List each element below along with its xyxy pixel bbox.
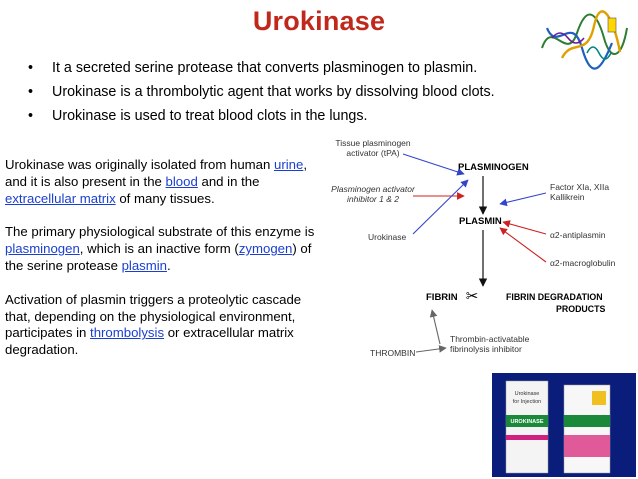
- arrow-tafi-inhibition: [429, 309, 441, 345]
- paragraph-origin: Urokinase was originally isolated from h…: [5, 157, 307, 206]
- label-plasminogen: PLASMINOGEN: [458, 162, 529, 173]
- label-thrombin: THROMBIN: [370, 348, 415, 358]
- package-text-line2: for Injection: [513, 399, 541, 405]
- bullet-list: •It a secreted serine protease that conv…: [22, 58, 495, 130]
- arrow-thrombin-to-tafi: [415, 345, 447, 353]
- label-fdp-line2: PRODUCTS: [556, 304, 605, 314]
- label-fibrin: FIBRIN: [426, 292, 458, 303]
- label-urokinase: Urokinase: [368, 232, 407, 242]
- scissors-icon: ✂: [466, 288, 479, 305]
- label-macroglobulin: α2-macroglobulin: [550, 258, 616, 268]
- link-extracellular-matrix[interactable]: extracellular matrix: [5, 190, 116, 206]
- arrow-macroglobulin-inhibition: [499, 227, 547, 263]
- body-text: Urokinase was originally isolated from h…: [5, 157, 323, 376]
- paragraph-substrate: The primary physiological substrate of t…: [5, 224, 315, 273]
- bullet-dot: •: [28, 108, 34, 124]
- arrow-factor-activation: [499, 192, 547, 207]
- label-pai-line2: inhibitor 1 & 2: [347, 194, 399, 204]
- bullet-dot: •: [28, 60, 34, 76]
- label-factor-line1: Factor XIa, XIIa: [550, 182, 609, 192]
- protein-structure-image: [541, 10, 628, 70]
- arrow-antiplasmin-inhibition: [502, 220, 547, 235]
- arrow-urokinase-activation: [412, 179, 469, 235]
- label-plasmin: PLASMIN: [459, 216, 502, 227]
- link-thrombolysis[interactable]: thrombolysis: [90, 325, 165, 341]
- bullet-item: •It a secreted serine protease that conv…: [28, 60, 478, 76]
- arrow-tpa-to-plasminogen: [402, 153, 465, 176]
- fibrinolysis-diagram: Tissue plasminogen activator (tPA) PLASM…: [331, 138, 616, 358]
- label-tpa-line1: Tissue plasminogen: [335, 138, 411, 148]
- label-tafi-line2: fibrinolysis inhibitor: [450, 344, 522, 354]
- link-blood[interactable]: blood: [165, 173, 198, 189]
- link-plasminogen[interactable]: plasminogen: [5, 241, 80, 257]
- link-zymogen[interactable]: zymogen: [238, 241, 293, 257]
- link-urine[interactable]: urine: [274, 157, 304, 172]
- label-fdp-line1: FIBRIN DEGRADATION: [506, 292, 603, 302]
- label-antiplasmin: α2-antiplasmin: [550, 230, 606, 240]
- urokinase-package-photo: Urokinase for Injection UROKINASE: [492, 373, 636, 477]
- label-tafi-line1: Thrombin-activatable: [450, 334, 530, 344]
- bullet-dot: •: [28, 84, 34, 100]
- link-plasmin[interactable]: plasmin: [121, 257, 168, 273]
- slide-title: Urokinase: [252, 6, 386, 36]
- label-factor-line2: Kallikrein: [550, 192, 585, 202]
- bullet-item: •Urokinase is a thrombolytic agent that …: [28, 84, 495, 100]
- bullet-item: •Urokinase is used to treat blood clots …: [28, 108, 368, 124]
- package-text-line1: Urokinase: [515, 391, 540, 397]
- package-brand: UROKINASE: [510, 419, 543, 425]
- paragraph-activation: Activation of plasmin triggers a proteol…: [5, 291, 302, 358]
- label-tpa-line2: activator (tPA): [346, 148, 399, 158]
- label-pai-line1: Plasminogen activator: [331, 184, 416, 194]
